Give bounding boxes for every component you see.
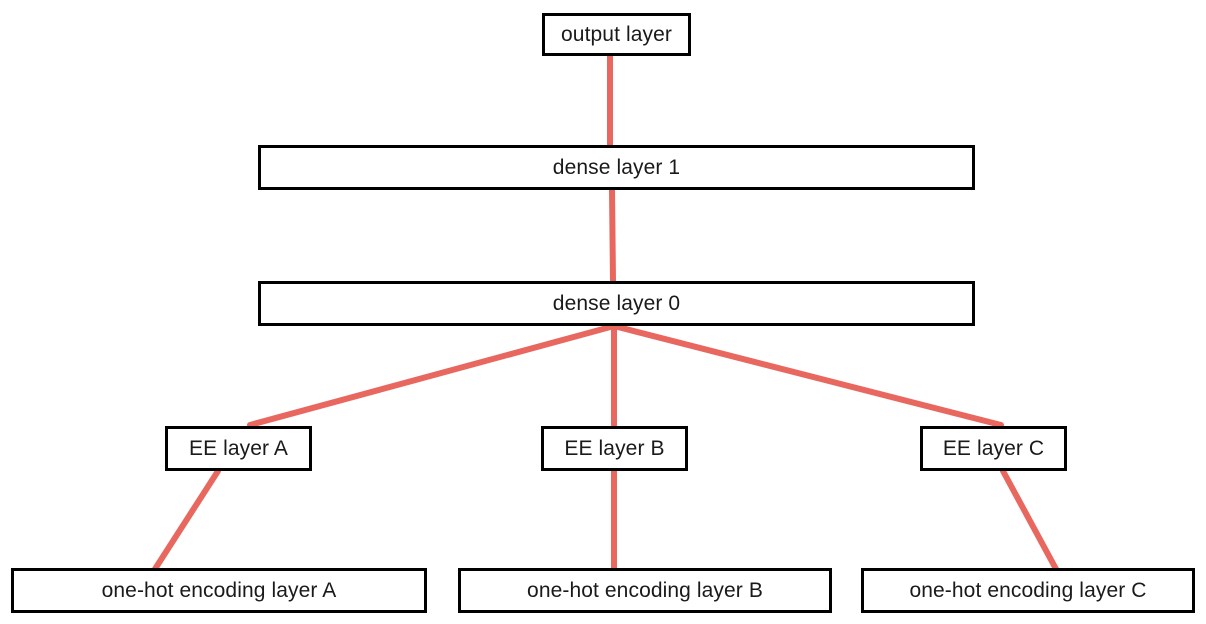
- node-label-ee-layer-a: EE layer A: [188, 437, 289, 460]
- node-ee-layer-c[interactable]: EE layer C: [920, 426, 1067, 471]
- node-label-one-hot-encoding-layer-a: one-hot encoding layer A: [101, 579, 337, 602]
- node-one-hot-encoding-layer-b[interactable]: one-hot encoding layer B: [458, 568, 832, 613]
- node-label-output-layer: output layer: [561, 23, 672, 46]
- node-label-one-hot-encoding-layer-c: one-hot encoding layer C: [909, 579, 1147, 602]
- node-ee-layer-a[interactable]: EE layer A: [165, 426, 312, 471]
- node-output-layer[interactable]: output layer: [542, 13, 691, 56]
- edge-ee-a-to-onehot-a: [152, 468, 221, 572]
- node-label-dense-layer-1: dense layer 1: [552, 156, 681, 179]
- edge-dense0-to-ee-c: [611, 323, 1004, 428]
- node-one-hot-encoding-layer-c[interactable]: one-hot encoding layer C: [861, 568, 1195, 613]
- node-dense-layer-0[interactable]: dense layer 0: [258, 281, 975, 326]
- node-label-ee-layer-c: EE layer C: [942, 437, 1045, 460]
- node-label-dense-layer-0: dense layer 0: [552, 292, 681, 315]
- edge-ee-c-to-onehot-c: [1000, 468, 1059, 572]
- node-ee-layer-b[interactable]: EE layer B: [541, 426, 688, 471]
- node-label-one-hot-encoding-layer-b: one-hot encoding layer B: [527, 579, 763, 602]
- node-dense-layer-1[interactable]: dense layer 1: [258, 145, 975, 190]
- edge-dense1-to-dense0: [609, 187, 616, 284]
- node-label-ee-layer-b: EE layer B: [564, 437, 665, 460]
- edge-dense0-to-ee-a: [247, 323, 617, 428]
- node-one-hot-encoding-layer-a[interactable]: one-hot encoding layer A: [11, 568, 427, 613]
